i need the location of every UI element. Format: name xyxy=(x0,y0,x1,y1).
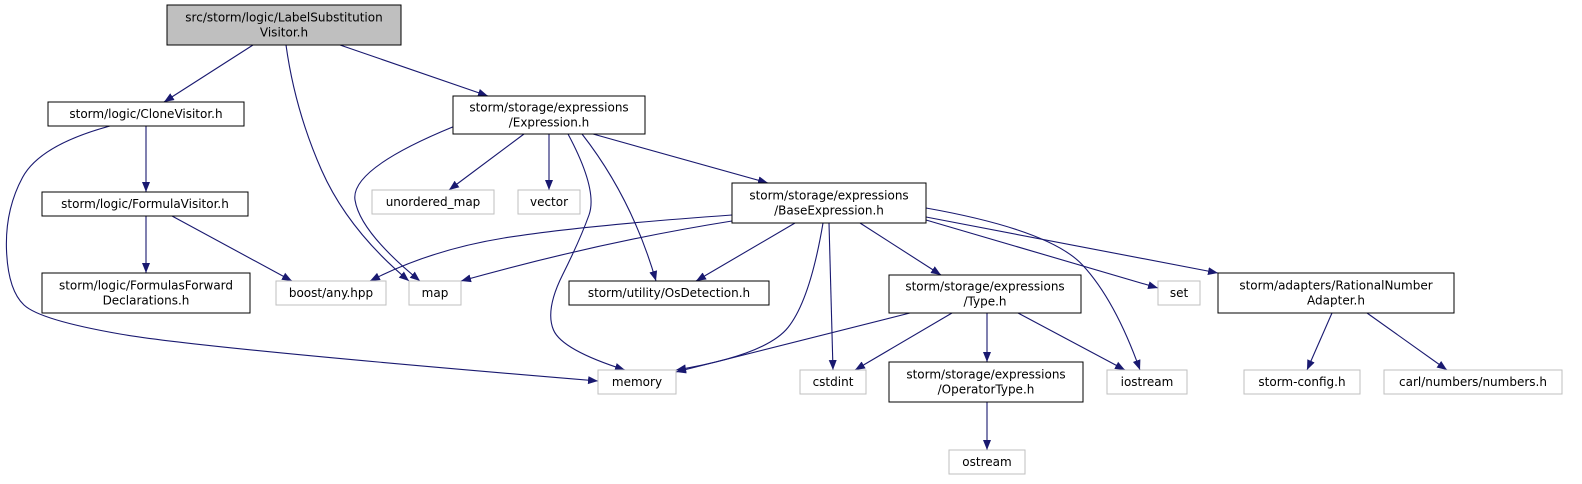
node-box xyxy=(948,449,1026,475)
edge-clone-visitor-to-memory xyxy=(5,125,599,385)
node-label-line: storm-config.h xyxy=(1258,375,1345,389)
node-label-line: Declarations.h xyxy=(103,294,190,308)
node-map: map xyxy=(408,280,462,306)
edge-formula-visitor-to-boost-any xyxy=(171,215,293,282)
node-label-substitution-visitor[interactable]: src/storm/logic/LabelSubstitutionVisitor… xyxy=(166,4,402,46)
node-label-line: storm/logic/FormulaVisitor.h xyxy=(61,197,229,211)
node-formula-visitor[interactable]: storm/logic/FormulaVisitor.h xyxy=(41,191,249,217)
edge-rational-number-adapter-to-storm-config xyxy=(1306,312,1333,371)
node-label-line: map xyxy=(422,286,449,300)
edges-layer xyxy=(5,44,1448,450)
node-base-expression[interactable]: storm/storage/expressions/BaseExpression… xyxy=(731,182,927,224)
node-label-line: /BaseExpression.h xyxy=(774,204,884,218)
node-formulas-forward[interactable]: storm/logic/FormulasForwardDeclarations.… xyxy=(41,272,251,314)
node-vector: vector xyxy=(517,189,581,215)
node-iostream: iostream xyxy=(1106,369,1188,395)
edge-label-substitution-visitor-to-expression xyxy=(339,44,489,97)
edge-label-substitution-visitor-to-map xyxy=(285,44,410,282)
node-label-line: storm/adapters/RationalNumber xyxy=(1239,279,1432,293)
node-label-line: vector xyxy=(530,195,568,209)
edge-base-expression-to-boost-any xyxy=(369,214,733,282)
node-label-line: storm/storage/expressions xyxy=(906,368,1065,382)
node-box xyxy=(517,189,581,215)
node-label-line: storm/logic/FormulasForward xyxy=(59,279,233,293)
node-expression[interactable]: storm/storage/expressions/Expression.h xyxy=(452,95,646,135)
node-label-line: storm/storage/expressions xyxy=(905,280,1064,294)
node-carl-numbers: carl/numbers/numbers.h xyxy=(1383,369,1563,395)
node-operator-type[interactable]: storm/storage/expressions/OperatorType.h xyxy=(888,361,1084,403)
node-memory: memory xyxy=(597,369,677,395)
node-set: set xyxy=(1157,280,1201,306)
node-box xyxy=(371,189,495,215)
node-cstdint: cstdint xyxy=(799,369,867,395)
node-label-line: storm/storage/expressions xyxy=(469,101,628,115)
edge-base-expression-to-type xyxy=(859,222,942,276)
node-os-detection[interactable]: storm/utility/OsDetection.h xyxy=(568,280,770,306)
node-box xyxy=(41,191,249,217)
node-label-line: ostream xyxy=(962,455,1011,469)
node-label-line: Visitor.h xyxy=(260,26,308,40)
edge-base-expression-to-cstdint xyxy=(828,222,837,371)
node-storm-config: storm-config.h xyxy=(1243,369,1361,395)
node-box xyxy=(888,361,1084,403)
edge-type-to-cstdint xyxy=(854,312,953,371)
node-label-line: carl/numbers/numbers.h xyxy=(1399,375,1547,389)
node-box xyxy=(275,280,387,306)
node-label-line: storm/logic/CloneVisitor.h xyxy=(69,107,222,121)
edge-base-expression-to-set xyxy=(925,219,1159,290)
node-label-line: src/storm/logic/LabelSubstitution xyxy=(185,11,382,25)
node-label-line: set xyxy=(1170,286,1189,300)
edge-expression-to-os-detection xyxy=(581,133,658,282)
node-label-line: /Type.h xyxy=(963,295,1006,309)
edge-expression-to-map xyxy=(354,123,461,282)
node-label-line: cstdint xyxy=(813,375,854,389)
edge-base-expression-to-rational-number-adapter xyxy=(925,216,1219,276)
node-label-line: boost/any.hpp xyxy=(289,286,373,300)
edge-expression-to-memory xyxy=(550,133,626,371)
node-box xyxy=(888,274,1082,314)
edge-type-to-iostream xyxy=(1017,312,1126,371)
node-type[interactable]: storm/storage/expressions/Type.h xyxy=(888,274,1082,314)
node-box xyxy=(1383,369,1563,395)
node-boost-any: boost/any.hpp xyxy=(275,280,387,306)
node-ostream: ostream xyxy=(948,449,1026,475)
node-box xyxy=(41,272,251,314)
node-box xyxy=(597,369,677,395)
node-clone-visitor[interactable]: storm/logic/CloneVisitor.h xyxy=(47,101,245,127)
edge-base-expression-to-map xyxy=(460,220,733,283)
node-box xyxy=(568,280,770,306)
node-box xyxy=(166,4,402,46)
nodes-layer: src/storm/logic/LabelSubstitutionVisitor… xyxy=(41,4,1563,475)
edge-base-expression-to-os-detection xyxy=(695,222,796,282)
edge-expression-to-unordered-map xyxy=(448,133,525,191)
node-box xyxy=(1157,280,1201,306)
node-box xyxy=(799,369,867,395)
edge-type-to-memory xyxy=(675,312,911,374)
edge-label-substitution-visitor-to-clone-visitor xyxy=(163,44,254,103)
node-label-line: storm/storage/expressions xyxy=(749,189,908,203)
edge-expression-to-base-expression xyxy=(592,133,769,185)
node-label-line: unordered_map xyxy=(386,195,481,209)
node-label-line: storm/utility/OsDetection.h xyxy=(588,286,750,300)
node-box xyxy=(1217,272,1455,314)
node-label-line: /Expression.h xyxy=(509,116,590,130)
node-box xyxy=(731,182,927,224)
node-unordered-map: unordered_map xyxy=(371,189,495,215)
node-box xyxy=(408,280,462,306)
node-box xyxy=(1243,369,1361,395)
node-label-line: memory xyxy=(612,375,662,389)
node-box xyxy=(47,101,245,127)
node-box xyxy=(452,95,646,135)
edge-rational-number-adapter-to-carl-numbers xyxy=(1366,312,1448,371)
node-label-line: /OperatorType.h xyxy=(938,383,1035,397)
node-label-line: Adapter.h xyxy=(1307,294,1365,308)
node-box xyxy=(1106,369,1188,395)
node-label-line: iostream xyxy=(1121,375,1174,389)
edge-base-expression-to-iostream xyxy=(925,207,1141,371)
